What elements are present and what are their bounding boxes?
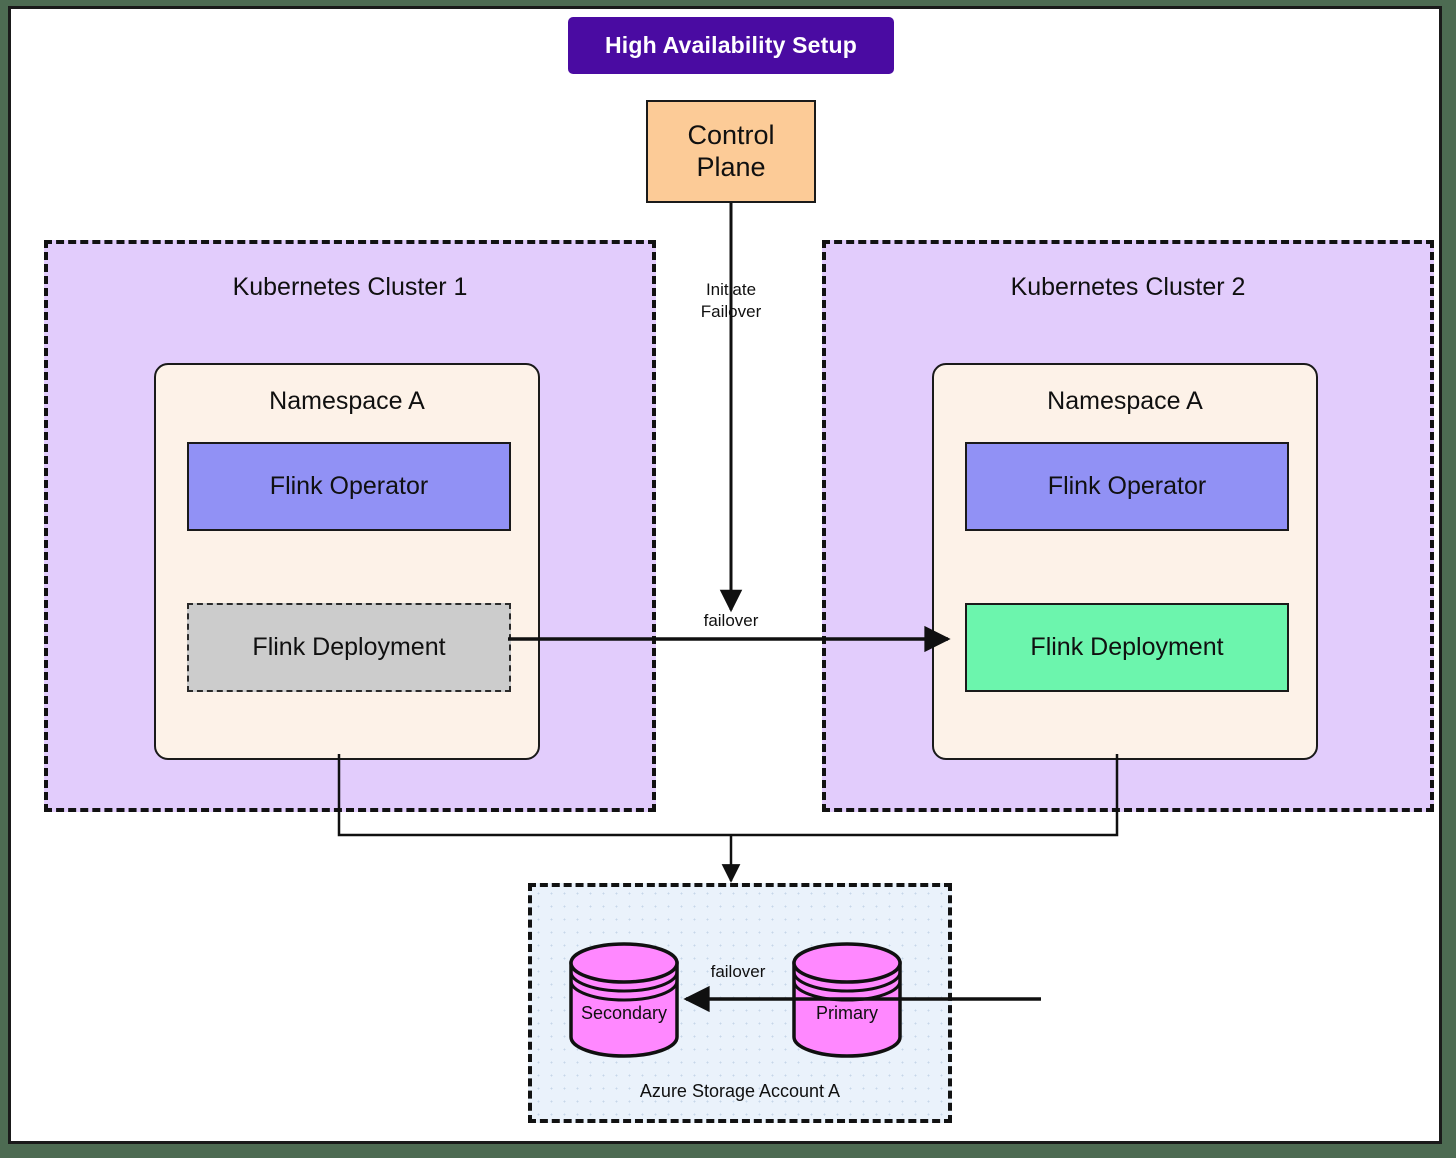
page-title: High Availability Setup bbox=[604, 32, 858, 58]
initiate-failover-line1: Initiate bbox=[705, 280, 757, 299]
flink-operator-2-label: Flink Operator bbox=[1047, 472, 1207, 500]
edge-label-initiate-failover: Initiate Failover bbox=[671, 279, 791, 323]
namespace-a-cluster-1[interactable]: Namespace A Flink Operator Flink Deploym… bbox=[154, 363, 540, 760]
namespace-a-cluster-2[interactable]: Namespace A Flink Operator Flink Deploym… bbox=[932, 363, 1318, 760]
edge-label-storage-failover: failover bbox=[710, 962, 766, 981]
diagram-canvas: High Availability Setup Control Plane Ku… bbox=[8, 6, 1442, 1144]
initiate-failover-line2: Failover bbox=[700, 301, 762, 321]
flink-deployment-cluster-1[interactable]: Flink Deployment bbox=[187, 603, 511, 692]
control-plane-label-line2: Plane bbox=[696, 151, 766, 182]
azure-storage-account-a[interactable]: Secondary Primary Azure Storage Account … bbox=[528, 883, 952, 1123]
flink-operator-cluster-1[interactable]: Flink Operator bbox=[187, 442, 511, 531]
flink-operator-cluster-2[interactable]: Flink Operator bbox=[965, 442, 1289, 531]
namespace-2-label: Namespace A bbox=[1047, 387, 1203, 415]
storage-cylinder-primary[interactable]: Primary bbox=[791, 941, 903, 1059]
namespace-1-label: Namespace A bbox=[269, 387, 425, 415]
flink-deployment-1-label: Flink Deployment bbox=[252, 633, 446, 661]
edge-label-deployment-failover: failover bbox=[703, 611, 759, 630]
control-plane-node[interactable]: Control Plane bbox=[646, 100, 816, 203]
storage-cylinder-secondary[interactable]: Secondary bbox=[568, 941, 680, 1059]
flink-deployment-2-label: Flink Deployment bbox=[1030, 633, 1224, 661]
flink-deployment-cluster-2[interactable]: Flink Deployment bbox=[965, 603, 1289, 692]
flink-operator-1-label: Flink Operator bbox=[269, 472, 429, 500]
control-plane-label-line1: Control bbox=[687, 120, 775, 151]
diagram-title-banner: High Availability Setup bbox=[568, 17, 894, 74]
cluster-2-label: Kubernetes Cluster 2 bbox=[1010, 273, 1246, 301]
cylinder-primary-icon bbox=[792, 942, 902, 1058]
cylinder-secondary-icon bbox=[569, 942, 679, 1058]
azure-storage-account-label: Azure Storage Account A bbox=[639, 1081, 841, 1101]
cluster-1-label: Kubernetes Cluster 1 bbox=[232, 273, 468, 301]
